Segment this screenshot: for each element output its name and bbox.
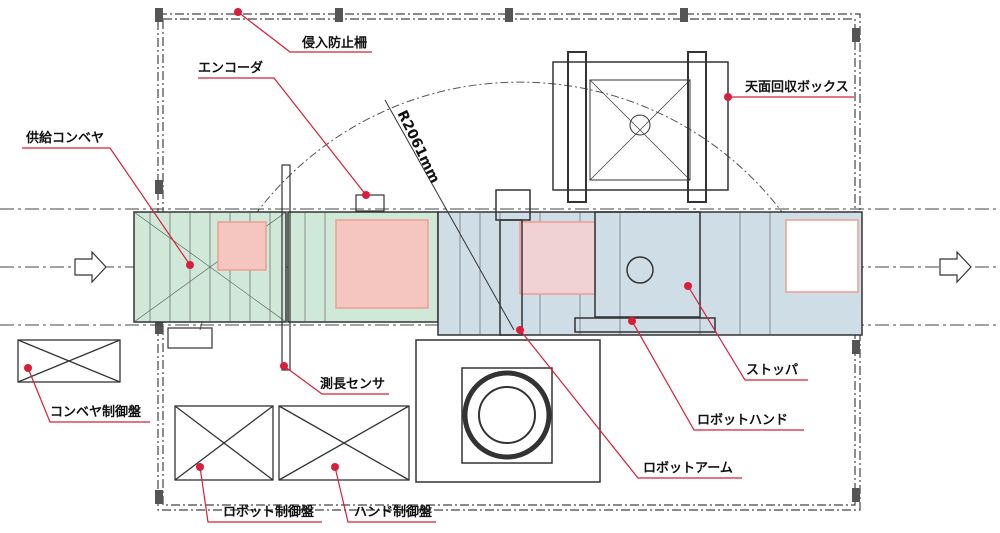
package-4 bbox=[785, 219, 859, 293]
conveyor-rollers bbox=[133, 211, 771, 335]
label-supply-conveyor: 供給コンベヤ bbox=[26, 131, 105, 146]
control-panels bbox=[17, 339, 410, 481]
top-collection-box bbox=[552, 51, 729, 203]
label-length-sensor: 測長センサ bbox=[320, 377, 386, 392]
label-top-box: 天面回収ボックス bbox=[745, 80, 849, 95]
label-encoder: エンコーダ bbox=[198, 61, 264, 76]
package-2 bbox=[335, 219, 429, 309]
label-stopper: ストッパ bbox=[746, 363, 799, 378]
flow-arrow-in bbox=[74, 250, 107, 284]
label-robot-hand: ロボットハンド bbox=[697, 413, 789, 428]
leader-lines bbox=[22, 11, 854, 523]
label-conveyor-panel: コンベヤ制御盤 bbox=[50, 405, 142, 420]
fence-posts bbox=[155, 8, 860, 504]
package-1 bbox=[217, 221, 267, 271]
length-sensor-post bbox=[281, 164, 291, 371]
robot-arm-body bbox=[495, 189, 716, 336]
robot-base bbox=[415, 339, 601, 483]
package-3 bbox=[519, 221, 596, 295]
label-robot-panel: ロボット制御盤 bbox=[223, 505, 315, 520]
leader-dots bbox=[24, 8, 732, 471]
drive-motor bbox=[167, 327, 213, 349]
radius-dimension-line bbox=[384, 99, 515, 331]
label-robot-arm: ロボットアーム bbox=[643, 461, 733, 476]
label-hand-panel: ハンド制御盤 bbox=[354, 505, 433, 520]
flow-arrow-out bbox=[939, 250, 972, 284]
label-fence: 侵入防止柵 bbox=[302, 36, 368, 51]
